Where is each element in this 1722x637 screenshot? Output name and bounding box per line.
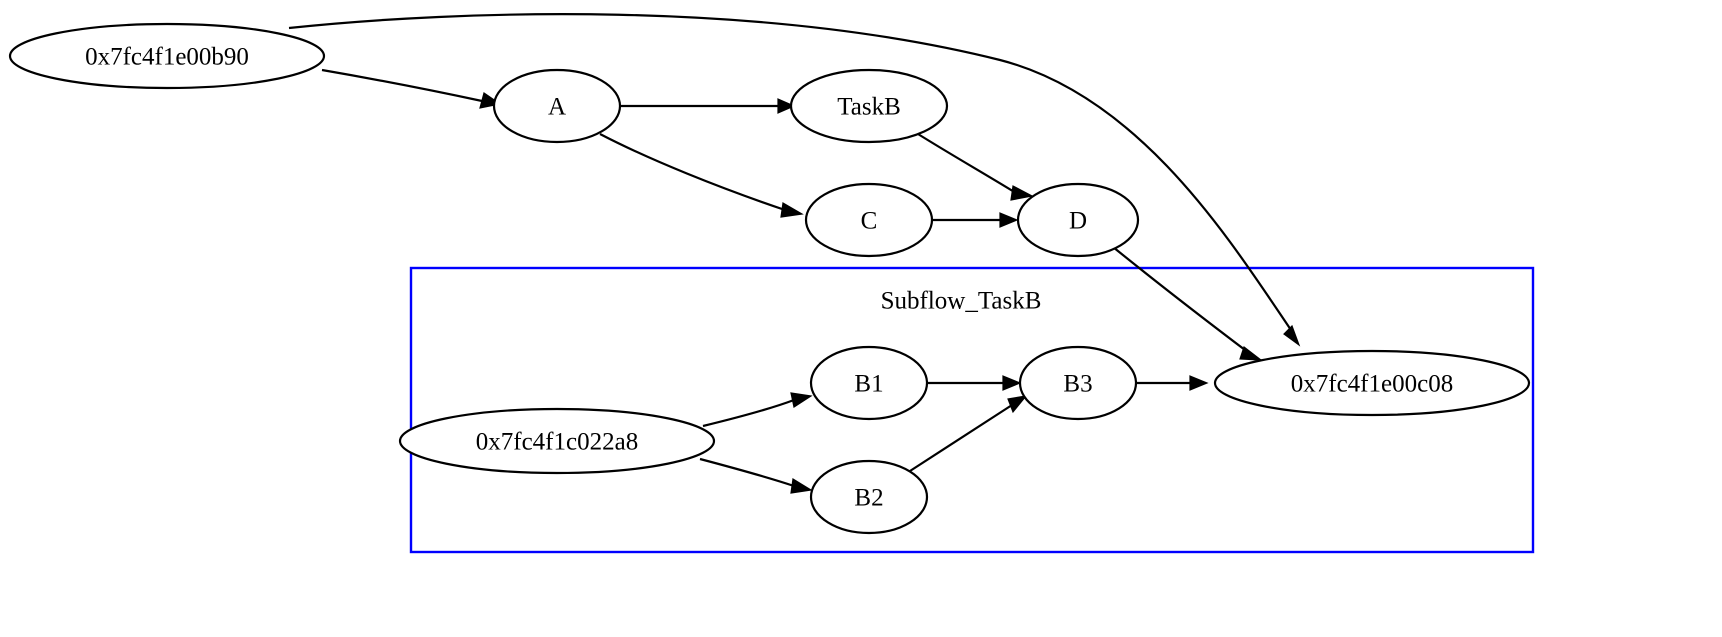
- edge-subin-to-b1[interactable]: [702, 392, 813, 428]
- node-shape: [809, 345, 929, 421]
- arrowhead-icon: [780, 202, 804, 218]
- arrowhead-icon: [1010, 185, 1034, 201]
- cluster-label: Subflow_TaskB: [881, 288, 1042, 315]
- node-taskb[interactable]: TaskB: [789, 68, 949, 144]
- node-shape: [492, 68, 622, 144]
- node-shape: [1016, 182, 1140, 258]
- node-sub-in[interactable]: 0x7fc4f1c022a8: [398, 407, 716, 475]
- node-entry[interactable]: 0x7fc4f1e00b90: [8, 22, 326, 90]
- edge-b3-to-exit[interactable]: [1136, 375, 1209, 391]
- arrowhead-icon: [1239, 346, 1263, 361]
- node-layer: 0x7fc4f1e00b90 A TaskB C D 0x7fc4f1c022a: [8, 22, 1531, 535]
- node-shape: [809, 459, 929, 535]
- node-shape: [1213, 349, 1531, 417]
- node-a[interactable]: A: [492, 68, 622, 144]
- edge-entry-to-a[interactable]: [321, 68, 502, 109]
- edge-line: [702, 398, 795, 428]
- node-d[interactable]: D: [1016, 182, 1140, 258]
- arrowhead-icon: [999, 212, 1019, 228]
- node-shape: [789, 68, 949, 144]
- edge-line: [699, 457, 795, 488]
- edge-taskb-to-d[interactable]: [917, 133, 1034, 201]
- node-shape: [1018, 345, 1138, 421]
- arrowhead-icon: [777, 98, 796, 114]
- edge-line: [321, 68, 483, 103]
- edge-a-to-taskb[interactable]: [620, 98, 796, 114]
- node-exit[interactable]: 0x7fc4f1e00c08: [1213, 349, 1531, 417]
- edge-d-to-exit[interactable]: [1112, 246, 1263, 361]
- edge-b2-to-b3[interactable]: [909, 395, 1028, 472]
- node-b1[interactable]: B1: [809, 345, 929, 421]
- edge-line: [288, 13, 1292, 331]
- edge-c-to-d[interactable]: [932, 212, 1019, 228]
- arrowhead-icon: [1007, 395, 1028, 414]
- edge-line: [1112, 246, 1250, 354]
- node-shape: [804, 182, 934, 258]
- cluster-border: [409, 266, 1535, 554]
- edge-line: [917, 133, 1017, 194]
- arrowhead-icon: [1002, 375, 1022, 391]
- node-shape: [8, 22, 326, 90]
- arrowhead-icon: [790, 392, 813, 408]
- edge-subin-to-b2[interactable]: [699, 457, 813, 494]
- node-shape: [398, 407, 716, 475]
- edge-line: [599, 133, 786, 212]
- edge-a-to-c[interactable]: [599, 133, 804, 218]
- node-b3[interactable]: B3: [1018, 345, 1138, 421]
- edge-b1-to-b3[interactable]: [927, 375, 1022, 391]
- arrowhead-icon: [790, 478, 813, 494]
- edge-line: [909, 404, 1013, 472]
- node-c[interactable]: C: [804, 182, 934, 258]
- node-b2[interactable]: B2: [809, 459, 929, 535]
- edge-layer: [288, 13, 1301, 494]
- edge-entry-to-exit[interactable]: [288, 13, 1301, 347]
- arrowhead-icon: [1189, 375, 1209, 391]
- arrowhead-icon: [1283, 324, 1301, 347]
